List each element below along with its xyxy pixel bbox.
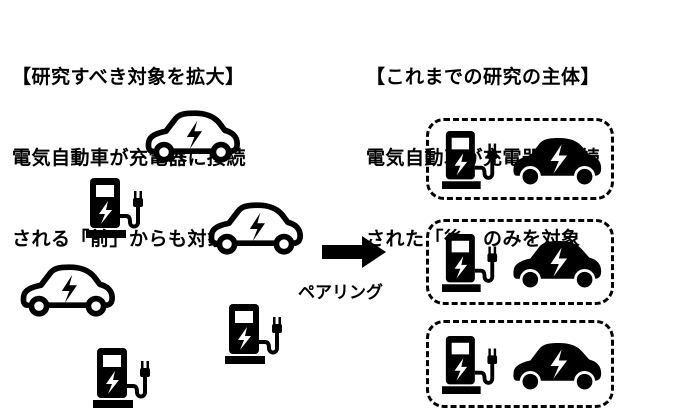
car-outline-icon	[208, 200, 303, 256]
charger-icon	[86, 176, 146, 240]
charger-icon	[442, 129, 500, 191]
car-filled-icon	[511, 238, 603, 290]
left-line-2: される「前」からも対象	[12, 228, 227, 250]
car-filled-icon	[511, 340, 603, 392]
pairing-label: ペアリング	[298, 283, 383, 303]
charger-icon	[442, 334, 500, 396]
paired-group-1	[426, 118, 614, 200]
charger-icon	[442, 232, 500, 294]
right-heading: 【これまでの研究の主体】	[366, 66, 601, 88]
charger-icon	[225, 302, 285, 366]
paired-group-3	[426, 320, 614, 408]
car-outline-icon	[20, 262, 115, 318]
right-arrow-icon	[322, 236, 386, 268]
left-heading: 【研究すべき対象を拡大】	[12, 66, 245, 88]
car-outline-icon	[145, 108, 240, 164]
paired-group-2	[426, 219, 614, 305]
car-filled-icon	[511, 135, 603, 187]
charger-icon	[93, 346, 153, 410]
